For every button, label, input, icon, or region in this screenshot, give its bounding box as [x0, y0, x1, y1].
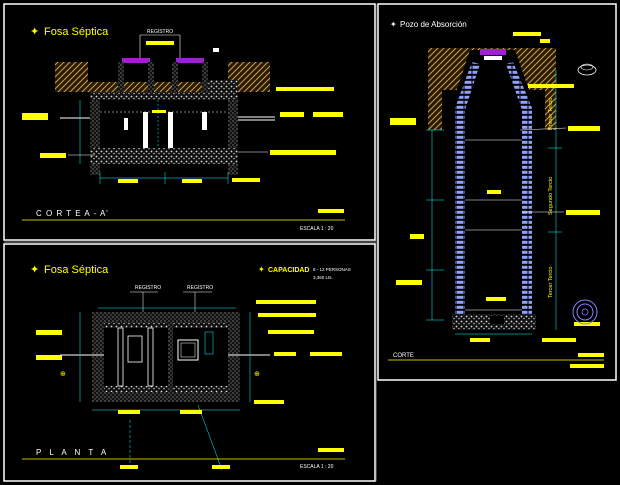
tank-wall-left [90, 100, 100, 175]
pozo-plan-icon [572, 299, 598, 325]
manhole-icon [577, 64, 597, 76]
pozo-wall-right [506, 62, 532, 320]
corte-title: Fosa Séptica [44, 26, 109, 38]
planta-title: Fosa Séptica [44, 264, 109, 276]
frame-planta [3, 243, 376, 482]
tercio-3-label: Tercer Tercio [548, 267, 554, 298]
capacidad-label: CAPACIDAD [268, 267, 309, 274]
planta-registro-right: REGISTRO [187, 285, 213, 291]
tank-wall-right [228, 100, 238, 175]
pozo-cap [480, 49, 506, 55]
bullet-icon: ✦ [258, 265, 265, 274]
corte-scale: ESCALA 1 : 20 [300, 226, 334, 232]
marker-icon: ⊕ [254, 371, 260, 378]
pozo-title: Pozo de Absorción [400, 20, 467, 29]
planta-registro-left: REGISTRO [135, 285, 161, 291]
tank-floor [90, 148, 238, 164]
registro-cap-left [122, 58, 150, 63]
frame-corte [3, 3, 376, 241]
panel-planta: ✦ Fosa Séptica ✦ CAPACIDAD 8 - 12 PERSON… [22, 264, 351, 471]
marker-icon: ⊕ [60, 371, 66, 378]
corte-section-label: C O R T E A - A' [36, 209, 109, 218]
registro-cap-right [176, 58, 204, 63]
tercio-1-label: Primer Tercio [548, 98, 554, 130]
pozo-section-label: CORTE [393, 353, 414, 359]
panel-pozo: ✦ Pozo de Absorción Pr [388, 20, 604, 368]
frame-pozo [377, 3, 617, 381]
bullet-icon: ✦ [30, 26, 39, 38]
bullet-icon: ✦ [390, 20, 397, 29]
capacidad-litros: 3,360 Lts. [313, 275, 333, 280]
tercio-2-label: Segundo Tercio [548, 177, 554, 215]
planta-scale: ESCALA 1 : 20 [300, 464, 334, 470]
capacidad-personas: 8 - 12 PERSONAS [313, 267, 351, 272]
corte-registro-label: REGISTRO [147, 29, 173, 35]
planta-section-label: P L A N T A [36, 448, 109, 457]
panel-corte-aa: ✦ Fosa Séptica REGISTRO [22, 26, 345, 232]
bullet-icon: ✦ [30, 264, 39, 276]
pozo-wall-left [455, 62, 480, 320]
